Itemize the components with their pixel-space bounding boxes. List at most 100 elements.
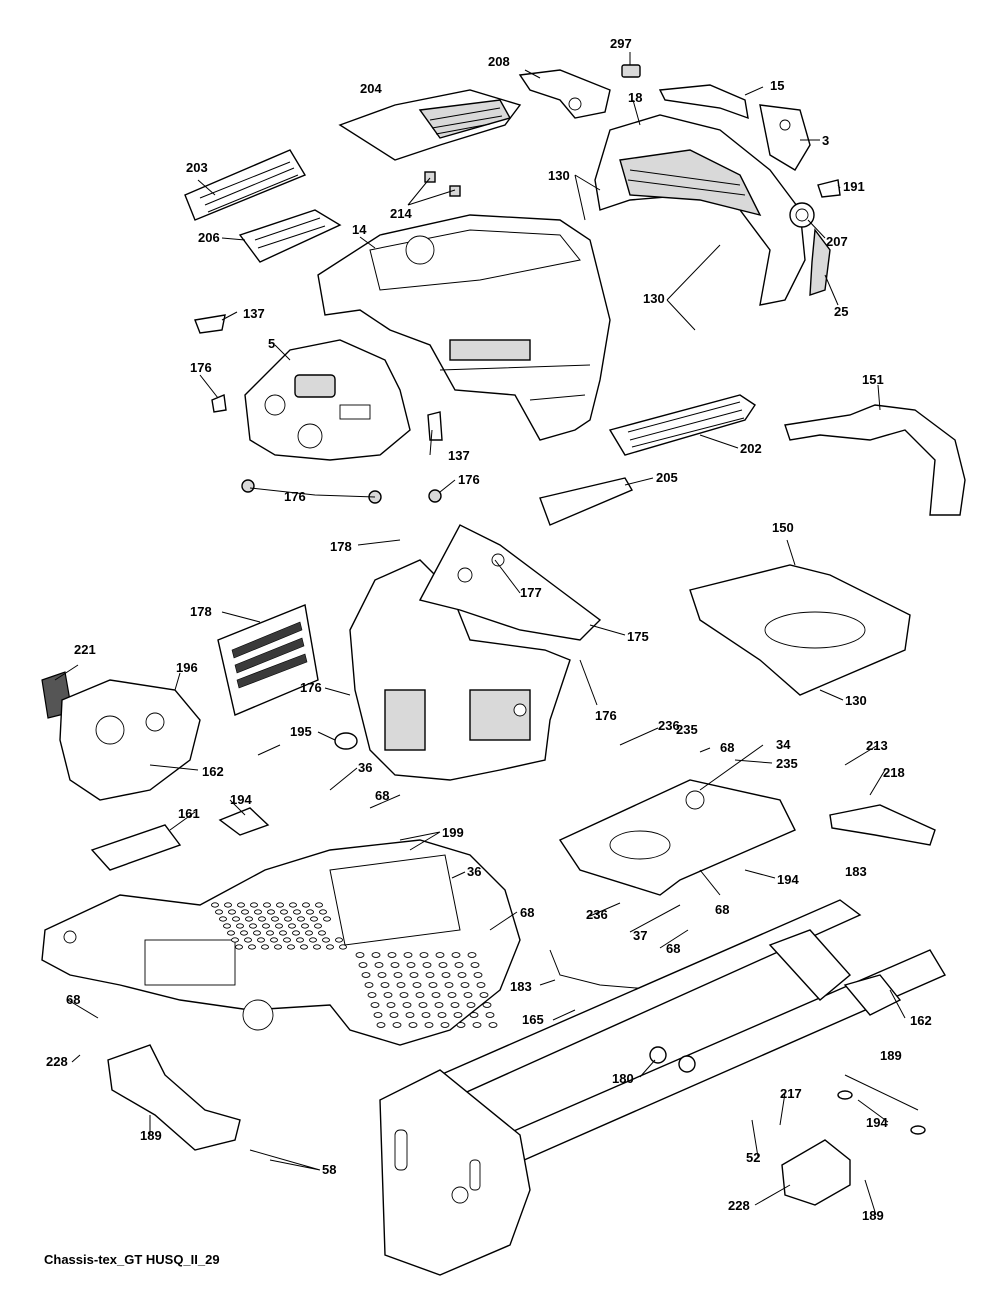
- footrest-hole: [249, 923, 257, 929]
- footrest-hole: [373, 1012, 383, 1018]
- footrest-hole: [380, 982, 390, 988]
- part-52-washer: [837, 1090, 926, 1135]
- footrest-hole: [425, 972, 435, 978]
- part-175-177-bracket: [418, 524, 602, 641]
- callout-176: 176: [595, 708, 617, 723]
- part-152-guard: [781, 1139, 851, 1206]
- callout-194: 194: [777, 872, 799, 887]
- footrest-hole: [297, 916, 305, 922]
- footrest-hole: [263, 902, 271, 908]
- footrest-hole: [315, 902, 323, 908]
- callout-205: 205: [656, 470, 678, 485]
- part-195-plug: [334, 732, 358, 750]
- part-34-mount-plate: [558, 779, 796, 896]
- callout-165: 165: [522, 1012, 544, 1027]
- callout-189: 189: [140, 1128, 162, 1143]
- footrest-hole: [261, 944, 269, 950]
- footrest-hole: [451, 952, 461, 958]
- callout-137: 137: [448, 448, 470, 463]
- callout-161: 161: [178, 806, 200, 821]
- footrest-hole: [323, 916, 331, 922]
- part-3-side-panel: [759, 104, 811, 171]
- callout-130: 130: [845, 693, 867, 708]
- callout-176: 176: [190, 360, 212, 375]
- footrest-hole: [279, 930, 287, 936]
- callout-180: 180: [612, 1071, 634, 1086]
- footrest-hole: [314, 923, 322, 929]
- callout-34: 34: [776, 737, 791, 752]
- callout-221: 221: [74, 642, 96, 657]
- part-178-grille: [217, 604, 319, 716]
- footrest-hole: [358, 962, 368, 968]
- callout-189: 189: [862, 1208, 884, 1223]
- footrest-hole: [364, 982, 374, 988]
- footrest-hole: [301, 923, 309, 929]
- footrest-hole: [293, 909, 301, 915]
- footrest-hole: [389, 1012, 399, 1018]
- footrest-hole: [370, 1002, 380, 1008]
- part-218-plate: [829, 804, 936, 846]
- leader-lines: [54, 52, 906, 1216]
- footrest-hole: [438, 962, 448, 968]
- footrest-hole: [335, 937, 343, 943]
- part-14-hood: [317, 214, 611, 441]
- footrest-hole: [428, 982, 438, 988]
- callout-217: 217: [780, 1086, 802, 1101]
- callout-183: 183: [845, 864, 867, 879]
- callout-206: 206: [198, 230, 220, 245]
- footrest-hole: [257, 937, 265, 943]
- part-199-plate: [90, 824, 182, 871]
- footrest-hole: [387, 952, 397, 958]
- footrest-hole: [488, 1022, 498, 1028]
- callout-207: 207: [826, 234, 848, 249]
- footrest-hole-pattern: [211, 902, 498, 1028]
- callout-236: 236: [658, 718, 680, 733]
- callout-36: 36: [358, 760, 372, 775]
- part-191-lamp: [817, 179, 841, 198]
- callout-189: 189: [880, 1048, 902, 1063]
- callout-176: 176: [300, 680, 322, 695]
- footrest-hole: [454, 962, 464, 968]
- callout-162: 162: [202, 764, 224, 779]
- callout-228: 228: [728, 1198, 750, 1213]
- part-217-rod: [844, 1074, 919, 1111]
- footrest-hole: [280, 909, 288, 915]
- footrest-hole: [319, 909, 327, 915]
- callout-175: 175: [627, 629, 649, 644]
- footrest-hole: [266, 930, 274, 936]
- callout-183: 183: [510, 979, 532, 994]
- footrest-hole: [219, 916, 227, 922]
- callout-36: 36: [467, 864, 481, 879]
- footrest-hole: [361, 972, 371, 978]
- part-196-console: [59, 679, 201, 801]
- footrest-hole: [371, 952, 381, 958]
- footrest-hole: [276, 902, 284, 908]
- part-208-bracket: [518, 69, 611, 119]
- footrest-hole: [434, 1002, 444, 1008]
- footrest-hole: [456, 1022, 466, 1028]
- footrest-hole: [476, 982, 486, 988]
- footrest-hole: [402, 1002, 412, 1008]
- footrest-hole: [322, 937, 330, 943]
- footrest-hole: [435, 952, 445, 958]
- footrest-hole: [262, 923, 270, 929]
- callout-150: 150: [772, 520, 794, 535]
- part-297-clip: [621, 64, 641, 78]
- footrest-hole: [310, 916, 318, 922]
- callout-68: 68: [66, 992, 80, 1007]
- footrest-hole: [406, 962, 416, 968]
- callout-178: 178: [190, 604, 212, 619]
- part-150-tray: [689, 564, 911, 696]
- footrest-hole: [231, 937, 239, 943]
- footrest-hole: [470, 962, 480, 968]
- footrest-hole: [419, 952, 429, 958]
- callout-15: 15: [770, 78, 784, 93]
- part-37-footrest: [41, 839, 521, 1046]
- footrest-hole: [302, 902, 310, 908]
- part-205-strip: [539, 477, 634, 526]
- part-161-lever: [218, 807, 270, 836]
- callout-204: 204: [360, 81, 382, 96]
- part-207-lamp-housing: [789, 202, 815, 228]
- footrest-hole: [326, 944, 334, 950]
